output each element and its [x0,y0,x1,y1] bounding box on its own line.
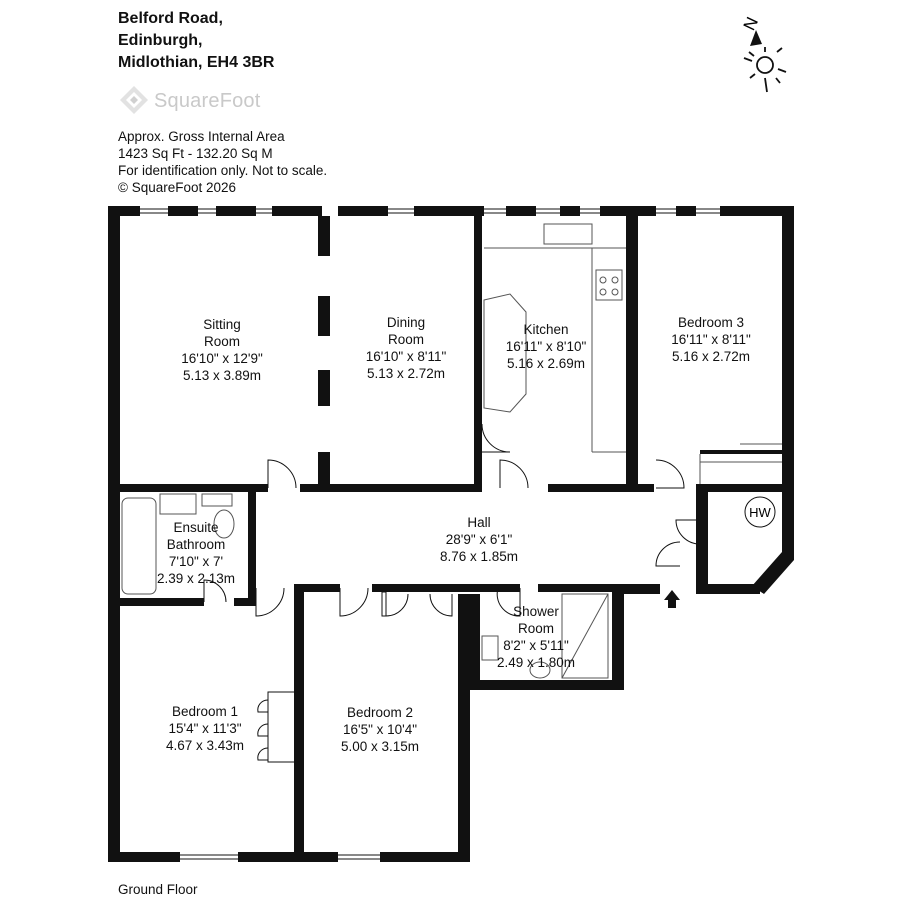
room-hall-metric: 8.76 x 1.85m [439,549,519,564]
logo-text: SquareFoot [154,90,261,112]
floor-label: Ground Floor [118,882,198,897]
room-bedroom2-name: Bedroom 2 [346,705,414,720]
room-ensuite-name-2: Bathroom [166,537,226,552]
room-shower-imperial: 8'2" x 5'11" [503,638,569,653]
room-bedroom3-imperial: 16'11" x 8'11" [671,332,751,347]
room-bedroom2: Bedroom 2 16'5" x 10'4" 5.00 x 3.15m [341,704,419,755]
room-bedroom3: Bedroom 3 16'11" x 8'11" 5.16 x 2.72m [671,314,751,365]
windows [140,208,720,860]
hob-icon [595,269,623,301]
hw-label: HW [749,505,771,520]
compass-icon: N [740,14,787,93]
sink-icon [543,223,593,245]
room-shower-name-1: Shower [513,604,559,619]
room-dining-name-1: Dining [386,315,426,330]
info-disclaimer: For identification only. Not to scale. [118,163,328,178]
room-dining-imperial: 16'10" x 8'11" [365,349,447,364]
island-icon [483,293,527,413]
room-sitting-metric: 5.13 x 3.89m [182,368,262,383]
room-bedroom3-metric: 5.16 x 2.72m [671,349,751,364]
kitchen-fixtures [483,223,626,453]
walls [108,206,794,862]
hot-water-cylinder-icon: HW [744,496,776,528]
compass-n-label: N [740,14,762,33]
room-kitchen: Kitchen 16'11" x 8'10" 5.16 x 2.69m [506,321,587,372]
room-ensuite-imperial: 7'10" x 7' [168,554,224,569]
room-dining: Dining Room 16'10" x 8'11" 5.13 x 2.72m [366,314,447,382]
basin-icon [159,493,197,515]
room-bedroom1-imperial: 15'4" x 11'3" [168,721,242,736]
doors [203,423,701,763]
room-bedroom1-metric: 4.67 x 3.43m [165,738,245,753]
room-sitting: Sitting Room 16'10" x 12'9" 5.13 x 3.89m [181,316,263,384]
room-kitchen-imperial: 16'11" x 8'10" [505,339,587,354]
shower-tray-icon [561,593,609,679]
squarefoot-logo-icon [120,86,148,114]
bath-icon [121,497,157,595]
room-shower-name-2: Room [517,621,555,636]
room-kitchen-name: Kitchen [523,322,569,337]
room-kitchen-metric: 5.16 x 2.69m [506,356,586,371]
address-line-3: Midlothian, EH4 3BR [118,54,275,71]
entrance-arrow-icon [664,590,680,608]
room-bedroom3-name: Bedroom 3 [677,315,745,330]
room-hall-name: Hall [467,515,491,530]
room-sitting-name-2: Room [203,334,240,349]
room-shower-metric: 2.49 x 1.80m [496,655,576,670]
room-ensuite: Ensuite Bathroom 7'10" x 7' 2.39 x 2.13m [157,519,235,587]
room-bedroom1-name: Bedroom 1 [171,704,239,719]
room-bedroom2-imperial: 16'5" x 10'4" [342,722,418,737]
room-sitting-imperial: 16'10" x 12'9" [181,351,263,366]
squarefoot-logo: SquareFoot [118,84,298,118]
room-bedroom1: Bedroom 1 15'4" x 11'3" 4.67 x 3.43m [166,703,244,754]
bathroom-fixtures [121,493,609,679]
address-line-1: Belford Road, [118,10,223,27]
room-hall: Hall 28'9" x 6'1" 8.76 x 1.85m [440,514,518,565]
stairs-icon [699,443,782,484]
room-sitting-name-1: Sitting [203,317,241,332]
toilet-icon [213,509,235,539]
room-hall-imperial: 28'9" x 6'1" [445,532,513,547]
room-dining-name-2: Room [387,332,425,347]
room-ensuite-metric: 2.39 x 2.13m [156,571,236,586]
room-shower: Shower Room 8'2" x 5'11" 2.49 x 1.80m [497,603,575,671]
info-area-title: Approx. Gross Internal Area [118,129,285,144]
info-copyright: © SquareFoot 2026 [118,180,237,195]
room-ensuite-name-1: Ensuite [173,520,219,535]
shower-room-basin-icon [481,635,499,661]
info-area-size: 1423 Sq Ft - 132.20 Sq M [118,146,273,161]
room-dining-metric: 5.13 x 2.72m [366,366,446,381]
address-line-2: Edinburgh, [118,32,203,49]
room-bedroom2-metric: 5.00 x 3.15m [340,739,420,754]
